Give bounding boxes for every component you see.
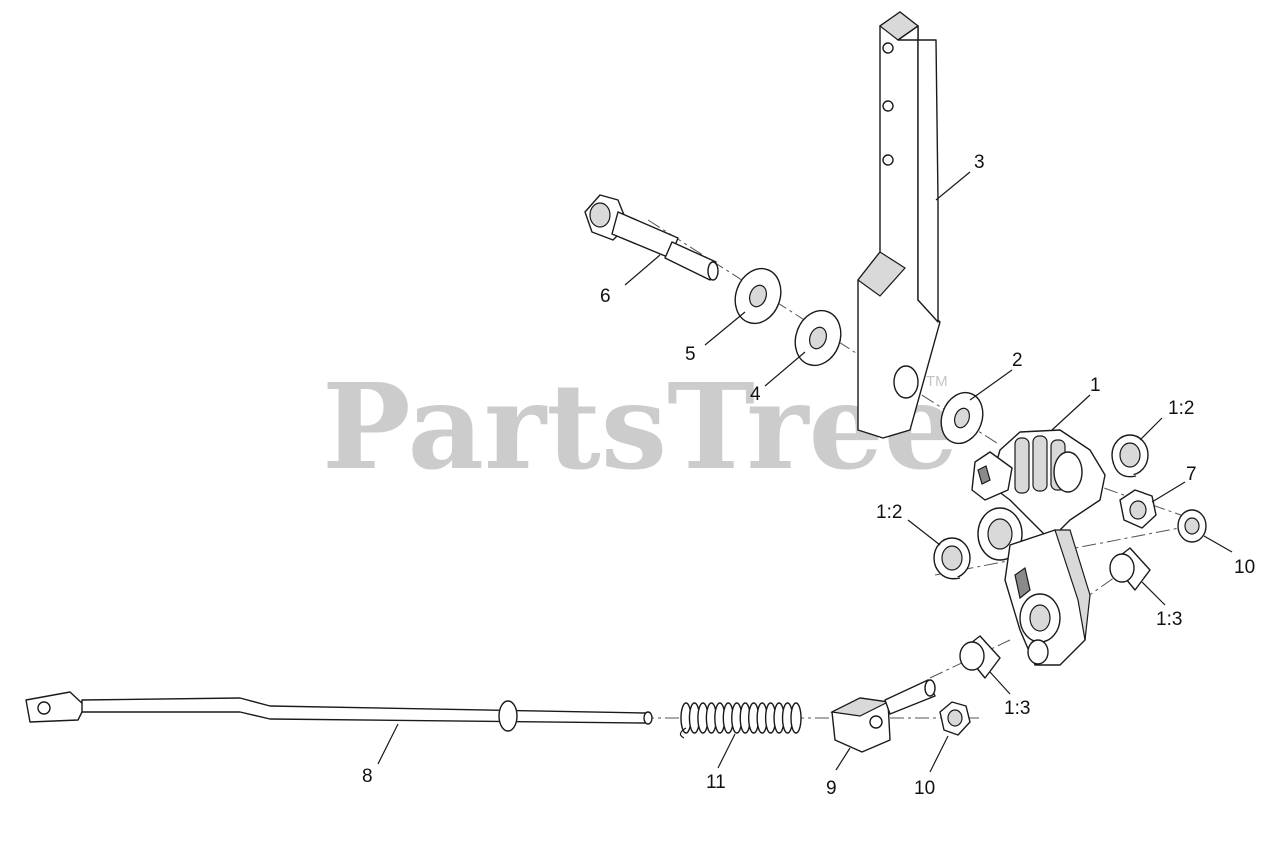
callout-7: 7 bbox=[1186, 464, 1197, 485]
part-washer-4 bbox=[794, 309, 842, 367]
callout-4: 4 bbox=[750, 384, 761, 405]
watermark: PartsTree TM bbox=[322, 357, 959, 496]
callout-1-2-upper: 1:2 bbox=[1168, 398, 1194, 419]
part-spring bbox=[679, 702, 802, 739]
spring-coil bbox=[790, 702, 802, 734]
callout-6: 6 bbox=[600, 286, 611, 307]
leader-lines bbox=[377, 171, 1233, 773]
callout-1-3-lower: 1:3 bbox=[1004, 698, 1030, 719]
watermark-trademark: TM bbox=[926, 373, 948, 390]
callout-1: 1 bbox=[1090, 375, 1101, 396]
part-lever-arm bbox=[857, 11, 941, 439]
spring-end bbox=[679, 727, 687, 739]
part-bushing-left bbox=[933, 537, 971, 580]
callout-1-2-left: 1:2 bbox=[876, 502, 902, 523]
part-swivel bbox=[830, 679, 936, 753]
callout-5: 5 bbox=[685, 344, 696, 365]
callout-10-upper: 10 bbox=[1234, 557, 1255, 578]
part-bushing-right-lower bbox=[1109, 547, 1151, 591]
part-pivot-bracket bbox=[971, 429, 1106, 666]
part-washer-2 bbox=[940, 391, 984, 445]
part-bushing-lower bbox=[959, 635, 1001, 679]
callout-labels: 3 6 5 4 2 1 1:2 7 1:2 10 1:3 1:3 8 11 9 … bbox=[362, 152, 1255, 799]
part-washer-5 bbox=[734, 267, 782, 325]
part-bushing-upper bbox=[1111, 434, 1149, 478]
callout-10-lower: 10 bbox=[914, 778, 935, 799]
callout-11: 11 bbox=[706, 772, 726, 793]
watermark-text: PartsTree bbox=[322, 357, 959, 496]
callout-3: 3 bbox=[974, 152, 985, 173]
part-flange-nut-7 bbox=[1119, 489, 1157, 529]
part-nut-10-upper bbox=[1177, 509, 1207, 543]
part-control-rod bbox=[25, 691, 653, 732]
part-nut-10-lower bbox=[939, 701, 971, 736]
callout-9: 9 bbox=[826, 778, 837, 799]
part-shoulder-bolt bbox=[584, 194, 719, 281]
callout-8: 8 bbox=[362, 766, 373, 787]
callout-1-3-right: 1:3 bbox=[1156, 609, 1182, 630]
callout-2: 2 bbox=[1012, 350, 1023, 371]
